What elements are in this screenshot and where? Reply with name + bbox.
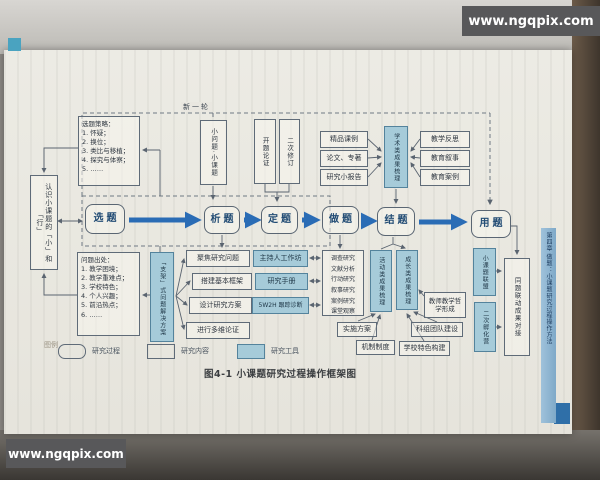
output-education-narrative: 教育叙事 [420, 150, 470, 167]
flow-node-define: 定题 [261, 206, 298, 234]
strategy-item: 1. 怀疑； [82, 129, 110, 138]
method-item: 叙事研究 [330, 287, 355, 295]
strategy-item: 3. 类比与移植； [82, 147, 130, 156]
strategy-title: 选题策略： [82, 120, 115, 128]
activity-results-box: 活动类成果梳理 [370, 250, 392, 312]
understanding-box: 认识小课题的「小」和「行」 [30, 175, 58, 270]
source-item: 4. 个人兴趣； [81, 292, 122, 301]
flow-node-conclude: 结题 [377, 207, 415, 236]
output-exemplar-lesson: 精品课例 [320, 131, 368, 148]
source-item: 2. 教学重难点； [81, 274, 129, 283]
step-focus-problem: 聚焦研究问题 [186, 250, 250, 267]
step-build-framework: 搭建基本框架 [192, 273, 252, 290]
mechanism-system-box: 机制制度 [356, 340, 395, 355]
output-education-case: 教育案例 [420, 169, 470, 186]
table-edge-right [572, 0, 600, 480]
school-character-box: 学校特色构建 [399, 341, 450, 356]
legend-tool-label: 研究工具 [271, 347, 299, 355]
legend-content-label: 研究内容 [181, 347, 209, 355]
second-incubation-box: 二次孵化营 [474, 302, 496, 352]
watermark-top-right: www.ngqpix.com [462, 6, 600, 36]
implementation-plan-box: 实施方案 [337, 322, 377, 337]
book-page [4, 50, 572, 434]
source-item: 1. 教学困境； [81, 265, 122, 274]
source-item: 5. 前沿热点； [81, 301, 122, 310]
source-item: 6. …… [81, 310, 103, 319]
flow-node-do: 做题 [322, 206, 359, 234]
method-item: 案例研究 [330, 297, 355, 305]
step-design-plan: 设计研究方案 [189, 297, 252, 314]
problem-source-box: 问题出处： 1. 教学困境； 2. 教学重难点； 3. 学校特色； 4. 个人兴… [77, 252, 140, 336]
proposal-review-box: 开题论证 [254, 119, 276, 184]
method-item: 课堂观察 [330, 308, 355, 316]
teacher-philosophy-box: 教师教学哲学形成 [424, 292, 466, 318]
flow-node-analyze: 析题 [204, 206, 240, 234]
flow-node-apply: 用题 [471, 210, 511, 238]
strategy-item: 2. 换位； [82, 138, 110, 147]
topic-alliance-box: 小课题联盟 [473, 248, 496, 296]
results-docking-box: 同题联动成果对接 [504, 258, 530, 356]
growth-results-box: 成长类成果梳理 [396, 250, 418, 310]
step-multi-argument: 进行多维论证 [186, 322, 250, 339]
flow-node-select: 选题 [85, 204, 125, 234]
strategy-box: 选题策略： 1. 怀疑； 2. 换位； 3. 类比与移植； 4. 探究与体察； … [78, 116, 140, 186]
method-item: 行动研究 [330, 276, 355, 284]
output-papers-books: 论文、专著 [320, 150, 368, 167]
academic-results-box: 学术类成果梳理 [384, 126, 408, 188]
strategy-item: 5. …… [82, 165, 104, 174]
source-item: 3. 学校特色； [81, 283, 122, 292]
tool-research-handbook: 研究手册 [255, 273, 308, 290]
chapter-side-tab: 第四章 做题：小课题研究过程操作方法 [541, 228, 556, 423]
page-corner-marker [8, 38, 21, 51]
figure-caption: 图4-1 小课题研究过程操作框架图 [204, 369, 357, 380]
legend-process-swatch [58, 344, 86, 359]
method-item: 文献分析 [330, 265, 355, 273]
second-revision-box: 二次修订 [279, 119, 300, 184]
tool-5w2h-diagnosis: 5W2H 跟踪诊断 [252, 297, 309, 314]
legend-process-label: 研究过程 [92, 347, 120, 355]
mini-topic-box: 小问题·小课题 [200, 120, 227, 185]
methods-list-box: 调查研究 文献分析 行动研究 叙事研究 案例研究 课堂观察 [322, 250, 364, 316]
source-title: 问题出处： [81, 256, 114, 264]
new-round-label: 新一轮 [181, 102, 212, 112]
watermark-bottom-left: www.ngqpix.com [6, 439, 126, 468]
output-teaching-reflection: 教学反思 [420, 131, 470, 148]
page-number-tab [554, 403, 570, 424]
method-item: 调查研究 [330, 255, 355, 262]
strategy-item: 4. 探究与体察； [82, 156, 130, 165]
legend-content-swatch [147, 344, 175, 359]
legend-tool-swatch [237, 344, 265, 359]
team-building-box: 科组团队建设 [411, 322, 463, 337]
scaffold-solution-box: 「支架」式问题解决方案 [150, 252, 174, 342]
legend-title: 图例 [44, 341, 58, 349]
output-research-report: 研究小报告 [320, 169, 368, 186]
tool-host-workshop: 主持人工作坊 [253, 250, 308, 267]
